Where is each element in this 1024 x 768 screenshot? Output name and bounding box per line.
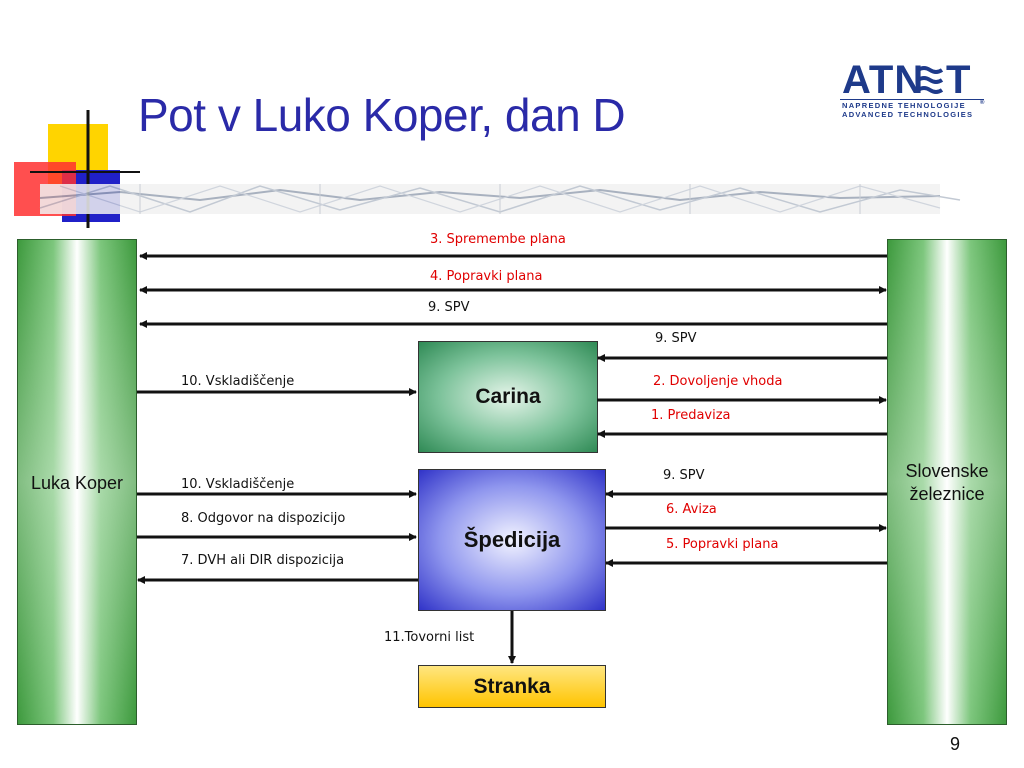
stranka-box: Stranka: [418, 665, 606, 708]
label-predaviza: 1. Predaviza: [651, 408, 731, 423]
label-spv-carina: 9. SPV: [655, 331, 697, 346]
label-aviza: 6. Aviza: [666, 502, 717, 517]
label-vskladiscenje-carina: 10. Vskladiščenje: [181, 374, 295, 389]
atnet-logo: ATN T ® NAPREDNE TEHNOLOGIJE ADVANCED TE…: [838, 58, 988, 124]
label-vskladiscenje-spedicija: 10. Vskladiščenje: [181, 477, 295, 492]
logo-registered: ®: [980, 100, 986, 106]
luka-koper-label: Luka Koper: [30, 473, 124, 493]
slide-title: Pot v Luko Koper, dan D: [138, 89, 626, 141]
label-dvh-dir: 7. DVH ali DIR dispozicija: [181, 553, 345, 568]
label-popravki-plana-sped: 5. Popravki plana: [666, 537, 779, 552]
slovenske-zeleznice-column: [887, 239, 1007, 725]
label-spremembe-plana: 3. Spremembe plana: [430, 232, 566, 247]
title-decoration: [14, 110, 961, 228]
slovenske-label-line2: železnice: [909, 484, 985, 504]
deco-lattice-strip: [39, 184, 961, 214]
luka-koper-column: [17, 239, 137, 725]
stranka-label: Stranka: [473, 674, 551, 698]
spedicija-label: Špedicija: [463, 527, 561, 552]
logo-tagline-slo: NAPREDNE TEHNOLOGIJE: [842, 101, 966, 110]
spedicija-box: Špedicija: [418, 469, 606, 611]
slovenske-zeleznice-label: Slovenske železnice: [887, 460, 1007, 506]
page-number: 9: [950, 734, 961, 754]
label-spv-spedicija: 9. SPV: [663, 468, 705, 483]
carina-box: Carina: [418, 341, 598, 453]
label-popravki-plana-top: 4. Popravki plana: [430, 269, 543, 284]
label-dovoljenje-vhoda: 2. Dovoljenje vhoda: [653, 374, 783, 389]
logo-text-right: T: [946, 58, 972, 102]
logo-wave-e-icon: [916, 66, 944, 94]
slovenske-label-line1: Slovenske: [905, 461, 989, 481]
label-tovorni-list: 11.Tovorni list: [384, 630, 475, 645]
carina-label: Carina: [475, 385, 541, 408]
logo-divider: [840, 99, 984, 100]
logo-text-left: ATN: [842, 58, 925, 102]
label-spv-top: 9. SPV: [428, 300, 470, 315]
label-odgovor-dispozicijo: 8. Odgovor na dispozicijo: [181, 511, 346, 526]
logo-tagline-eng: ADVANCED TECHNOLOGIES: [842, 110, 974, 119]
